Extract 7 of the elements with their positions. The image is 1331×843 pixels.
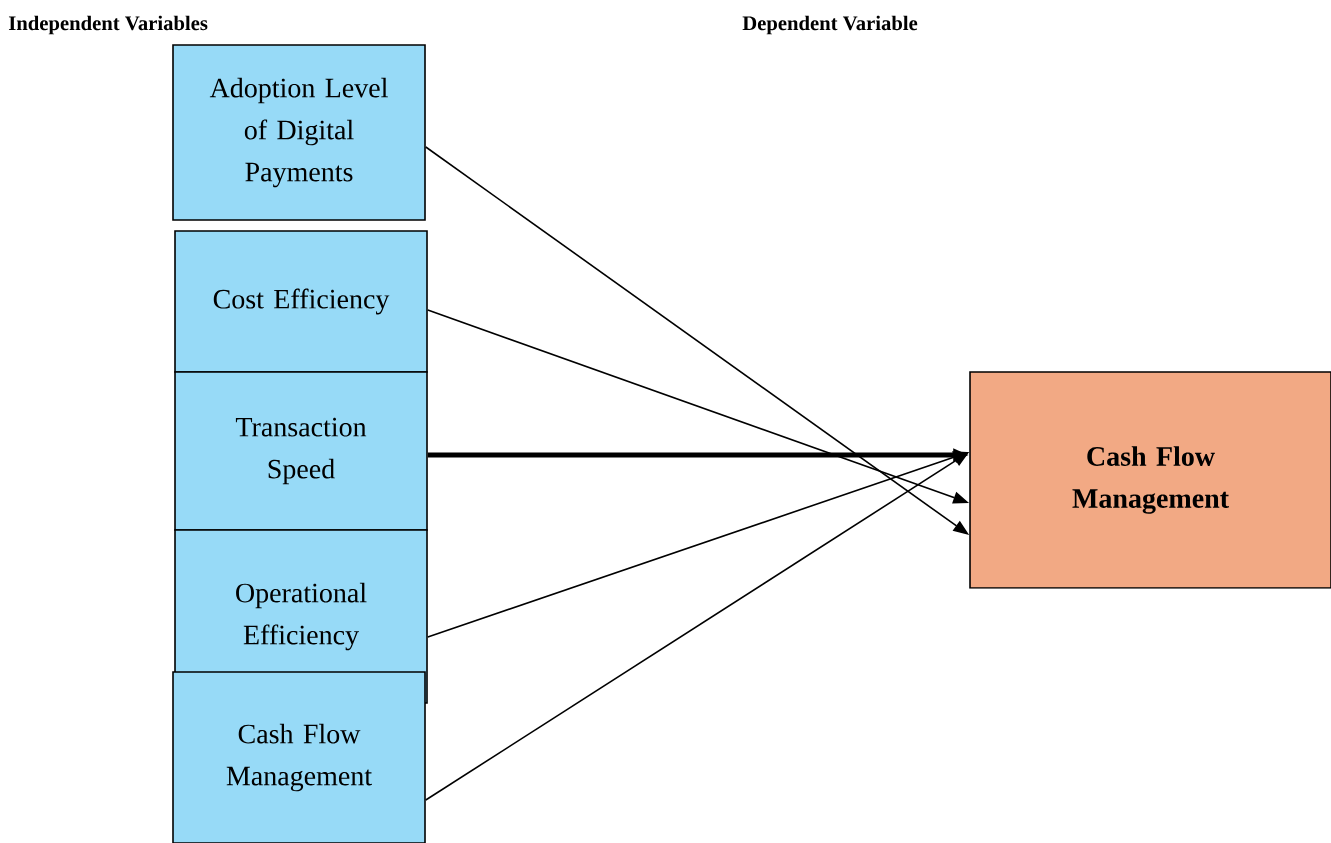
variable-box: Adoption Level of Digital Payments (172, 44, 426, 221)
variable-box: Cost Efficiency (174, 230, 428, 373)
outcome-box: Cash Flow Management (969, 371, 1331, 589)
heading: Dependent Variable (742, 15, 918, 35)
variable-box: Transaction Speed (174, 371, 428, 531)
variable-box: Cash Flow Management (172, 671, 426, 843)
heading: Independent Variables (8, 15, 208, 35)
